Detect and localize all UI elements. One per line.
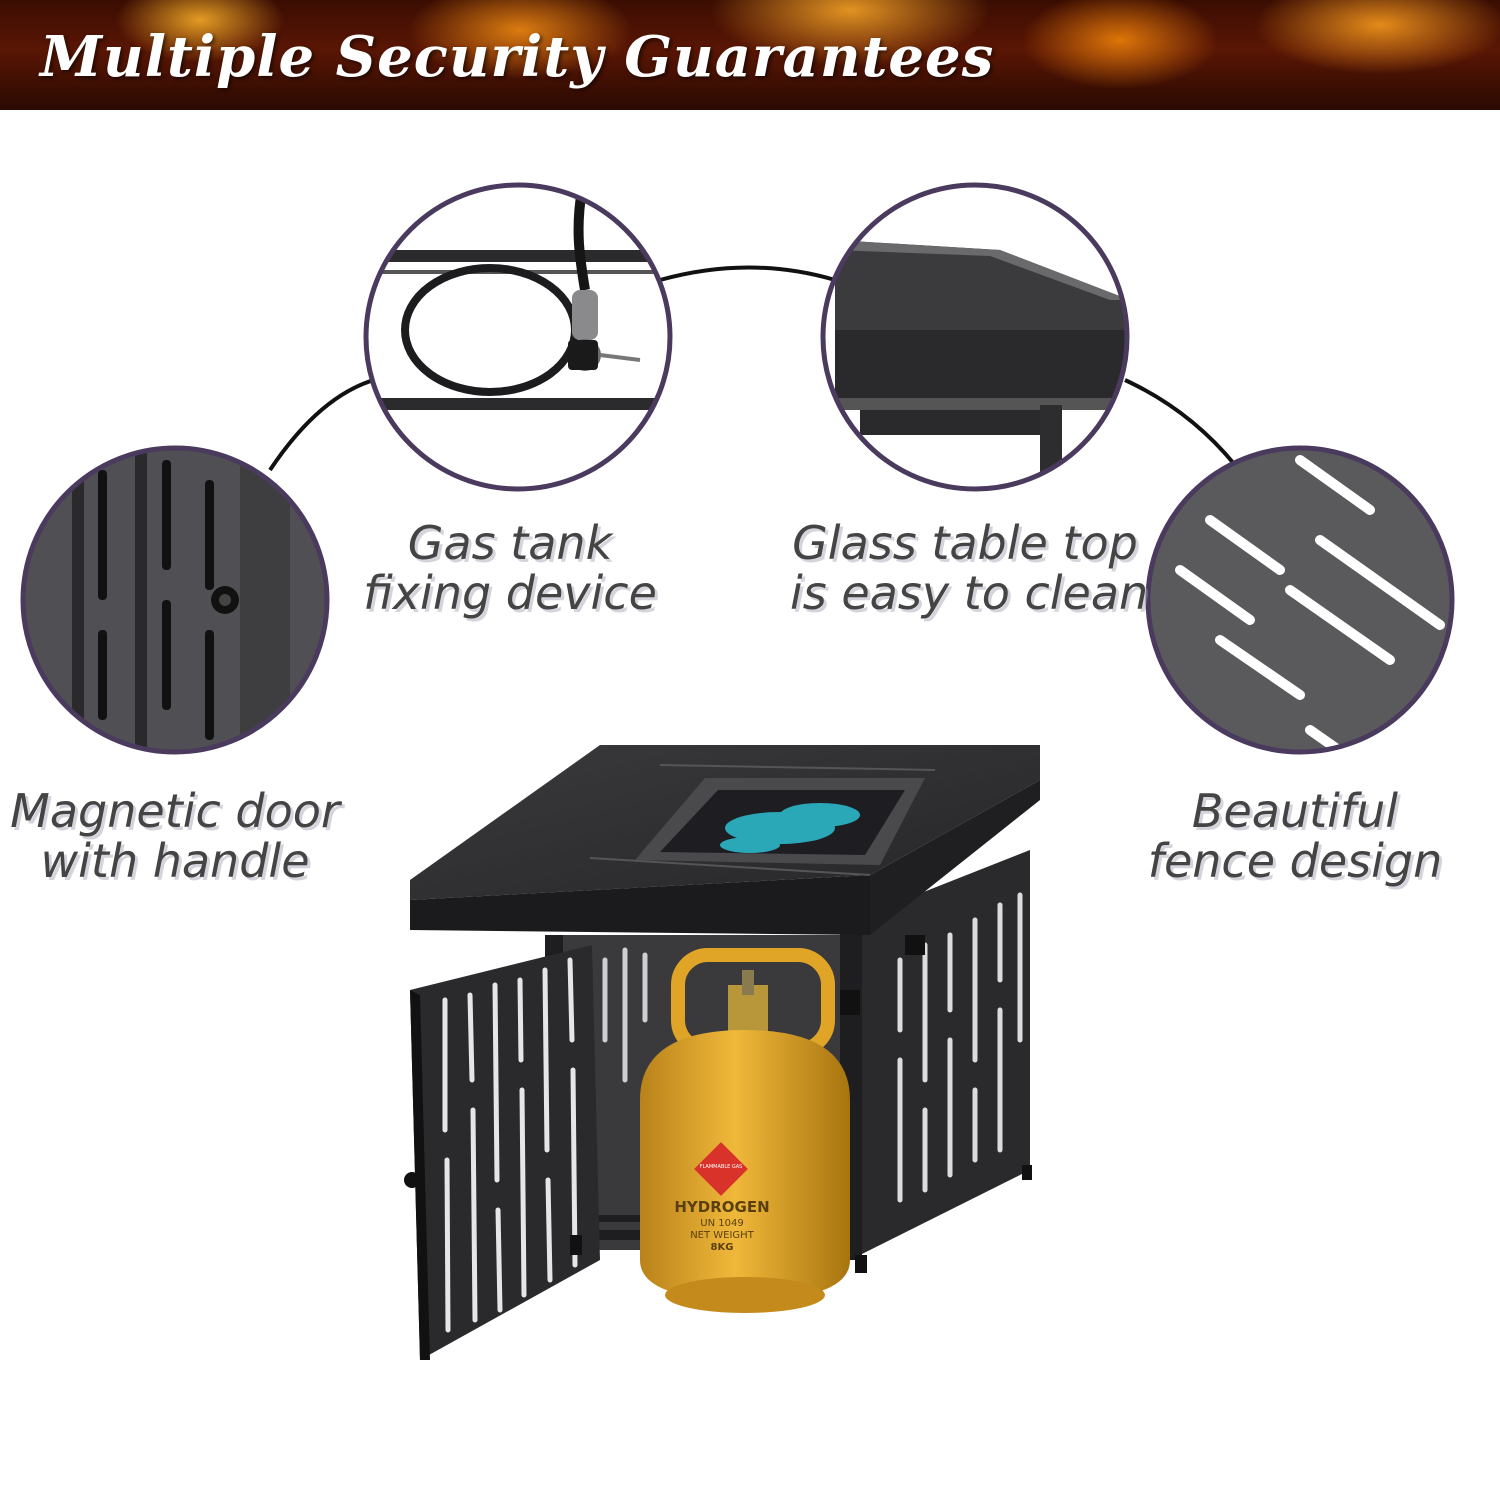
connector-arc	[1124, 378, 1237, 467]
caption-line: Glass table top	[792, 516, 1138, 570]
fire-glass	[720, 803, 860, 853]
caption-line: Gas tank	[407, 516, 613, 570]
caption-line: fence design	[1147, 834, 1443, 888]
caption-line: fixing device	[363, 566, 657, 620]
caption-glass-table-top: Glass table top is easy to clean	[790, 516, 1149, 620]
detail-circle-magnetic-door	[20, 445, 330, 755]
connector-arc	[659, 265, 836, 282]
tank-warning: FLAMMABLE GAS	[700, 1164, 743, 1170]
tank-weight-label: NET WEIGHT	[690, 1230, 755, 1241]
caption-line: with handle	[40, 834, 310, 888]
detail-circle-table-top	[820, 182, 1130, 492]
caption-line: Magnetic door	[10, 784, 340, 838]
caption-line: is easy to clean	[790, 566, 1149, 620]
caption-fence-design: Beautiful fence design	[1140, 786, 1450, 886]
open-door	[404, 945, 600, 1360]
banner-title: Multiple Security Guarantees	[40, 24, 995, 90]
detail-circle-gas-tank-fixing	[363, 182, 673, 492]
caption-line: Beautiful	[1191, 784, 1399, 838]
tank-un: UN 1049	[700, 1218, 743, 1229]
detail-circle-fence-design	[1145, 445, 1455, 755]
caption-magnetic-door: Magnetic door with handle	[5, 786, 345, 886]
fire-pit-table: FLAMMABLE GAS HYDROGEN UN 1049 NET WEIGH…	[404, 745, 1040, 1360]
gas-tank: FLAMMABLE GAS HYDROGEN UN 1049 NET WEIGH…	[640, 948, 850, 1313]
tank-weight: 8KG	[711, 1242, 734, 1253]
tank-name: HYDROGEN	[674, 1198, 769, 1216]
header-banner: Multiple Security Guarantees	[0, 0, 1500, 110]
caption-gas-tank-fixing: Gas tank fixing device	[355, 518, 665, 618]
